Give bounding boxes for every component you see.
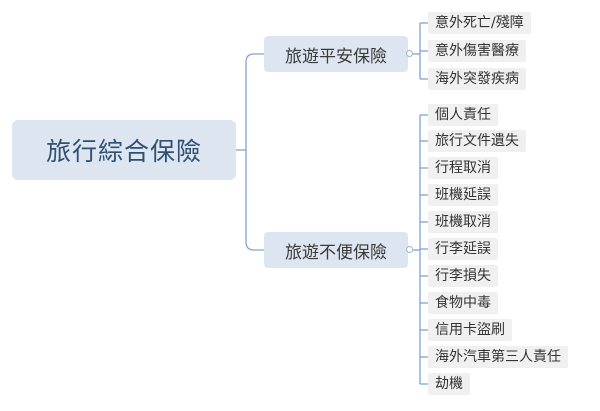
leaf-node[interactable]: 個人責任 xyxy=(428,104,498,126)
leaf-node[interactable]: 海外汽車第三人責任 xyxy=(428,346,568,368)
collapse-toggle-icon[interactable] xyxy=(406,246,413,253)
leaf-node[interactable]: 海外突發疾病 xyxy=(428,68,526,90)
branch-node-travel-accident[interactable]: 旅遊平安保險 xyxy=(264,36,408,72)
root-node[interactable]: 旅行綜合保險 xyxy=(12,120,236,180)
leaf-node[interactable]: 食物中毒 xyxy=(428,292,498,314)
leaf-node[interactable]: 行程取消 xyxy=(428,157,498,179)
leaf-node[interactable]: 行李延誤 xyxy=(428,238,498,260)
leaf-node[interactable]: 班機取消 xyxy=(428,211,498,233)
leaf-node[interactable]: 行李損失 xyxy=(428,265,498,287)
leaf-node[interactable]: 意外死亡/殘障 xyxy=(428,12,531,34)
leaf-node[interactable]: 班機延誤 xyxy=(428,184,498,206)
branch-connector-line xyxy=(245,53,264,150)
branch-connector-line xyxy=(245,150,264,251)
collapse-toggle-icon[interactable] xyxy=(406,50,413,57)
leaf-node[interactable]: 旅行文件遺失 xyxy=(428,130,526,152)
branch-node-label: 旅遊平安保險 xyxy=(285,46,387,67)
branch-node-travel-inconvenience[interactable]: 旅遊不便保險 xyxy=(264,232,408,268)
branch-node-label: 旅遊不便保險 xyxy=(285,242,387,263)
leaf-node[interactable]: 意外傷害醫療 xyxy=(428,40,526,62)
leaf-node[interactable]: 信用卡盜刷 xyxy=(428,319,512,341)
root-node-label: 旅行綜合保險 xyxy=(45,137,202,166)
leaf-node[interactable]: 劫機 xyxy=(428,373,470,395)
